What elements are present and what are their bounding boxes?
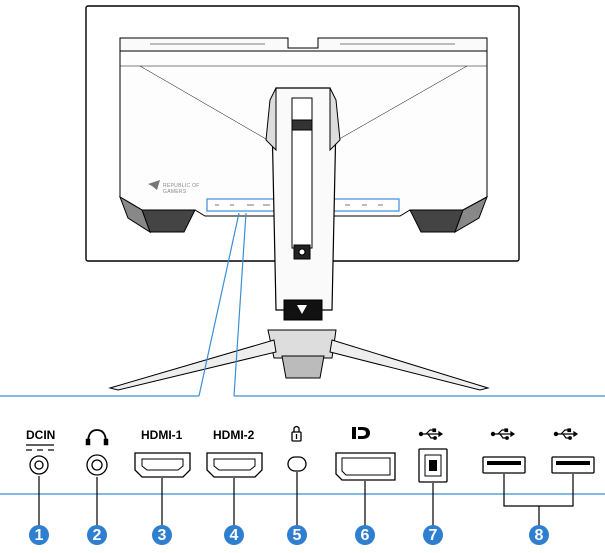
- number-leader-lines: [38, 472, 574, 528]
- displayport-port: [335, 452, 396, 481]
- hdmi-2-port: [206, 452, 263, 478]
- port-number-2: 2: [87, 525, 107, 545]
- port-panel-outline: [0, 395, 605, 495]
- kensington-lock-icon: [291, 425, 302, 442]
- port-label-dcin: DCIN: [26, 428, 56, 442]
- port-number-8: 8: [529, 525, 549, 545]
- usb-icon-8a: [490, 428, 516, 440]
- port-label-hdmi-2: HDMI-2: [213, 428, 255, 442]
- brand-logo-text: REPUBLIC OF GAMERS: [163, 183, 200, 195]
- dcin-port: [29, 455, 49, 475]
- kensington-slot: [287, 456, 307, 472]
- usb-icon-7: [418, 428, 444, 440]
- port-number-5: 5: [287, 525, 307, 545]
- port-number-1: 1: [29, 525, 49, 545]
- port-number-3: 3: [152, 525, 172, 545]
- usb-a-port-2: [551, 456, 595, 474]
- dc-symbol: [26, 444, 54, 451]
- displayport-icon: [352, 427, 370, 439]
- callout-lines: [198, 212, 247, 397]
- headphone-icon: [85, 429, 109, 446]
- port-number-6: 6: [355, 525, 375, 545]
- usb-icon-8b: [553, 428, 579, 440]
- port-number-4: 4: [224, 525, 244, 545]
- usb-a-port-1: [482, 456, 526, 474]
- port-connectors: [26, 425, 595, 483]
- port-number-7: 7: [423, 525, 443, 545]
- usb-b-port: [418, 448, 448, 483]
- port-label-hdmi-1: HDMI-1: [141, 428, 183, 442]
- headphone-port: [86, 454, 108, 476]
- monitor-rear-view: [85, 5, 520, 391]
- hdmi-1-port: [134, 452, 191, 478]
